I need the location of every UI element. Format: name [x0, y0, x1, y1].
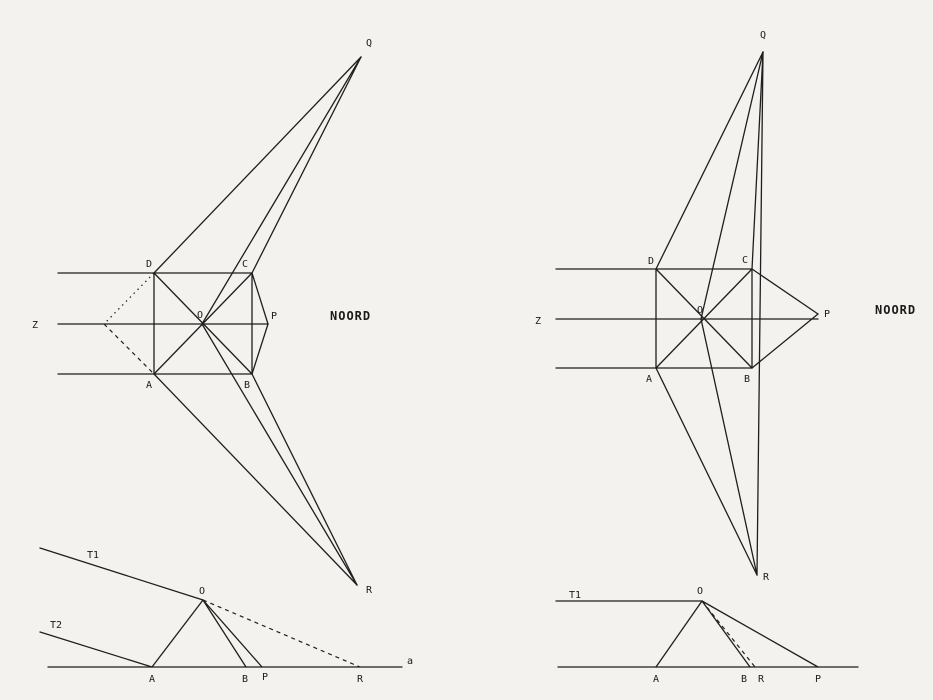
right-figure: Q D C Z O P A B R NOORD — [535, 30, 916, 583]
right-label-D: D — [648, 256, 654, 267]
right-line-CQ — [751, 51, 764, 270]
left-line-CQ — [251, 56, 362, 274]
right-lower-figure: T1 O A B R P — [555, 586, 859, 685]
left-lower-line-T2 — [39, 631, 153, 668]
left-figure: Q D C Z O P A B R NOORD — [32, 38, 373, 596]
right-label-R: R — [763, 572, 770, 583]
left-line-AR — [153, 373, 358, 586]
right-lower-label-B: B — [741, 674, 747, 685]
left-lower-label-T1: T1 — [87, 550, 99, 561]
left-lower-label-P: P — [262, 672, 268, 683]
left-label-Q: Q — [366, 38, 372, 49]
left-lower-line-AO — [151, 599, 204, 668]
left-lower-line-T1 — [39, 547, 204, 601]
right-line-DQ — [655, 51, 764, 270]
left-line-OR — [201, 323, 358, 586]
right-label-C: C — [742, 255, 748, 266]
left-lower-line-OP — [202, 599, 263, 668]
left-label-P: P — [271, 311, 277, 322]
left-lower-label-B: B — [242, 674, 248, 685]
left-line-CP — [251, 272, 269, 325]
left-lower-figure: T1 T2 O A B P R a — [39, 547, 413, 685]
right-label-A: A — [646, 374, 652, 385]
left-line-DQ — [153, 56, 362, 274]
right-lower-label-P: P — [815, 674, 821, 685]
left-dotted-D-Z — [103, 272, 155, 325]
right-lower-label-R: R — [758, 674, 765, 685]
right-label-north: NOORD — [875, 303, 916, 317]
right-lower-line-OP — [701, 600, 819, 668]
left-lower-line-OB — [202, 599, 247, 668]
left-dashed-Z-A — [103, 323, 155, 375]
right-line-QR — [756, 51, 764, 576]
left-line-OQ — [201, 56, 362, 325]
right-line-CP — [751, 268, 819, 315]
right-diagonal-CA — [655, 268, 753, 369]
right-line-OR — [700, 318, 758, 576]
right-lower-dashed-OR — [701, 600, 756, 668]
left-lower-dashed-OR — [202, 599, 361, 668]
left-label-R: R — [366, 585, 373, 596]
left-lower-label-O: O — [199, 586, 205, 597]
right-line-OQ — [700, 51, 764, 320]
left-lower-label-A: A — [149, 674, 155, 685]
left-label-C: C — [242, 259, 248, 270]
right-label-Q: Q — [760, 30, 766, 41]
left-label-B: B — [244, 380, 250, 391]
left-label-O: O — [197, 310, 203, 321]
right-label-B: B — [744, 374, 750, 385]
left-lower-label-T2: T2 — [50, 620, 62, 631]
right-line-AR — [655, 367, 758, 576]
right-lower-line-OB — [701, 600, 751, 668]
left-lower-label-R: R — [357, 674, 364, 685]
left-label-north: NOORD — [330, 309, 371, 323]
right-lower-label-T1: T1 — [569, 590, 581, 601]
right-label-P: P — [824, 309, 830, 320]
left-lower-label-end: a — [407, 656, 413, 667]
right-line-BP — [751, 313, 819, 369]
left-label-Z: Z — [32, 320, 38, 331]
right-lower-line-AO — [655, 600, 703, 668]
right-label-O: O — [697, 305, 703, 316]
right-lower-label-O: O — [697, 586, 703, 597]
left-line-BP — [251, 323, 269, 375]
left-label-A: A — [146, 380, 152, 391]
left-line-BR — [251, 373, 358, 586]
right-label-Z: Z — [535, 316, 541, 327]
left-label-D: D — [146, 259, 152, 270]
right-lower-label-A: A — [653, 674, 659, 685]
